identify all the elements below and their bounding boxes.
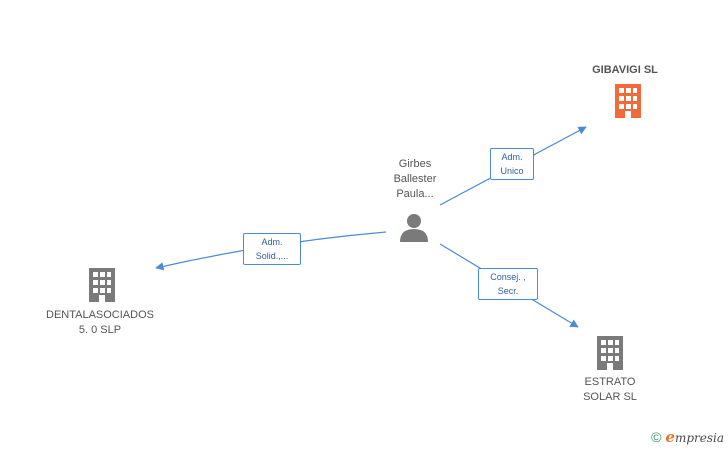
company-label-dental[interactable]: DENTALASOCIADOS 5. 0 SLP [46, 309, 154, 336]
brand-watermark: ©empresia [651, 428, 724, 446]
copyright-symbol: © [651, 429, 662, 445]
building-icon-estrato[interactable] [594, 336, 626, 370]
edge-label-dental: Adm. Solid.,... [243, 233, 301, 265]
company-label-gibavigi[interactable]: GIBAVIGI SL [592, 64, 658, 76]
person-label[interactable]: Girbes Ballester Paula... [393, 158, 437, 200]
building-icon-gibavigi[interactable] [612, 84, 644, 118]
person-icon[interactable] [398, 212, 430, 242]
company-label-estrato[interactable]: ESTRATO SOLAR SL [583, 376, 637, 403]
brand-logo: empresia [665, 428, 724, 446]
edge-label-estrato: Consej. , Secr. [478, 268, 538, 300]
edge-label-gibavigi: Adm. Unico [490, 148, 534, 180]
building-icon-dental[interactable] [86, 268, 118, 302]
